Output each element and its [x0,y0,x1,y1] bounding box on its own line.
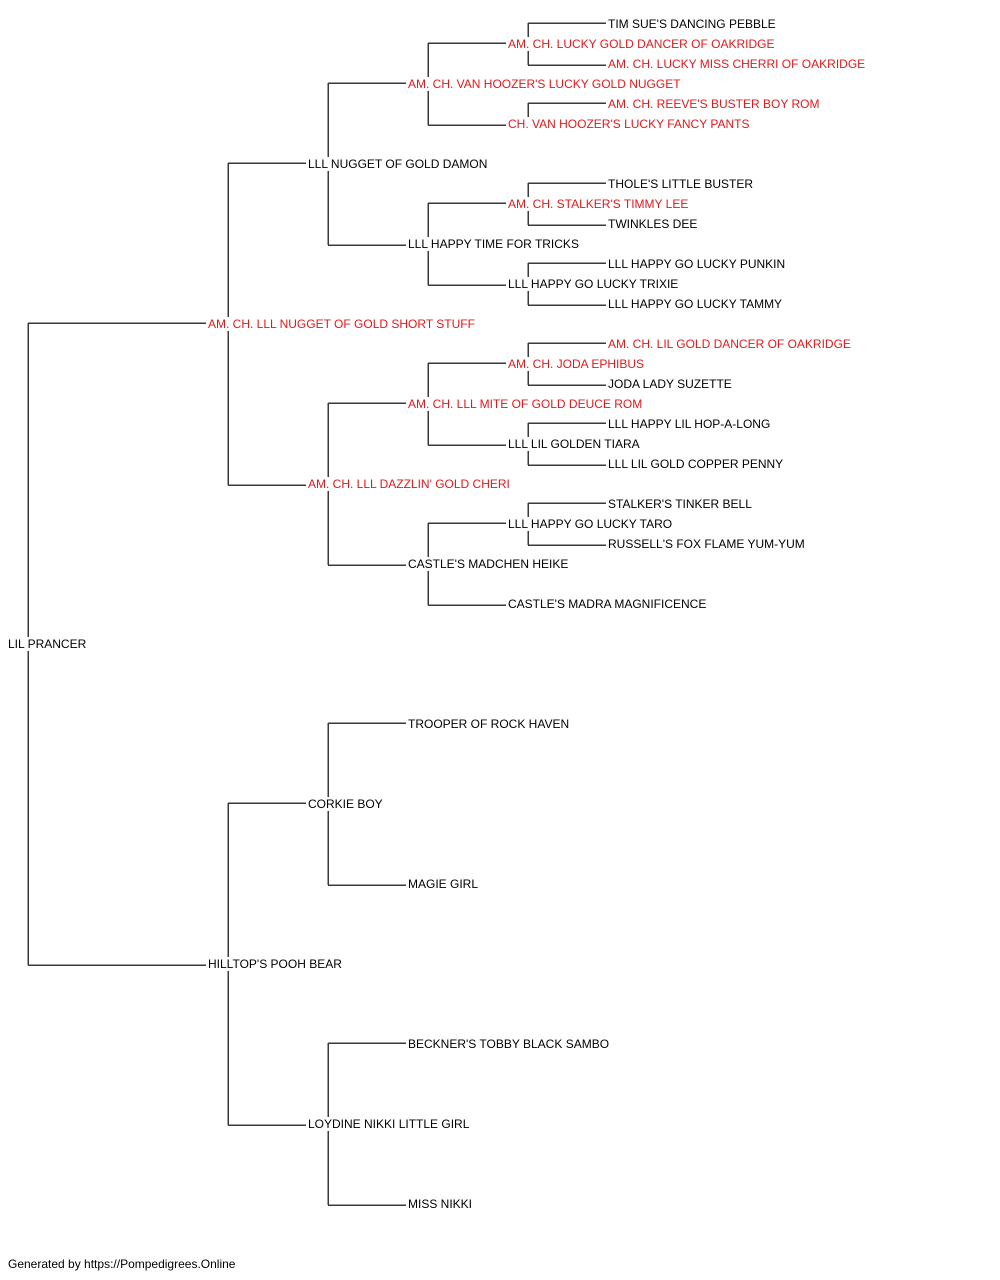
pedigree-node: CASTLE'S MADRA MAGNIFICENCE [508,597,709,611]
pedigree-node: LLL HAPPY GO LUCKY TARO [508,517,675,531]
pedigree-node: TIM SUE'S DANCING PEBBLE [608,17,778,31]
pedigree-node: LLL HAPPY GO LUCKY TAMMY [608,297,785,311]
pedigree-node: LLL HAPPY GO LUCKY PUNKIN [608,257,788,271]
pedigree-node: AM. CH. JODA EPHIBUS [508,357,647,371]
pedigree-node: AM. CH. LIL GOLD DANCER OF OAKRIDGE [608,337,853,351]
pedigree-node: MISS NIKKI [408,1197,475,1211]
pedigree-node: LLL HAPPY TIME FOR TRICKS [408,237,581,251]
pedigree-node: AM. CH. LUCKY MISS CHERRI OF OAKRIDGE [608,57,868,71]
pedigree-node: LLL HAPPY LIL HOP-A-LONG [608,417,773,431]
pedigree-node: CH. VAN HOOZER'S LUCKY FANCY PANTS [508,117,752,131]
pedigree-node: JODA LADY SUZETTE [608,377,734,391]
pedigree-node: TROOPER OF ROCK HAVEN [408,717,572,731]
pedigree-node: AM. CH. LLL NUGGET OF GOLD SHORT STUFF [208,317,477,331]
pedigree-node: AM. CH. REEVE'S BUSTER BOY ROM [608,97,822,111]
pedigree-node: AM. CH. STALKER'S TIMMY LEE [508,197,691,211]
pedigree-node: BECKNER'S TOBBY BLACK SAMBO [408,1037,612,1051]
pedigree-node: LLL LIL GOLDEN TIARA [508,437,642,451]
pedigree-node: LOYDINE NIKKI LITTLE GIRL [308,1117,472,1131]
pedigree-node: AM. CH. VAN HOOZER'S LUCKY GOLD NUGGET [408,77,683,91]
pedigree-node: CORKIE BOY [308,797,385,811]
pedigree-node: STALKER'S TINKER BELL [608,497,754,511]
pedigree-node: LLL NUGGET OF GOLD DAMON [308,157,490,171]
pedigree-node: MAGIE GIRL [408,877,481,891]
pedigree-node: LLL HAPPY GO LUCKY TRIXIE [508,277,681,291]
pedigree-node: TWINKLES DEE [608,217,700,231]
pedigree-node: LLL LIL GOLD COPPER PENNY [608,457,786,471]
pedigree-node: HILLTOP'S POOH BEAR [208,957,344,971]
pedigree-node: LIL PRANCER [8,637,89,651]
pedigree-node: AM. CH. LUCKY GOLD DANCER OF OAKRIDGE [508,37,777,51]
pedigree-node: AM. CH. LLL MITE OF GOLD DEUCE ROM [408,397,645,411]
pedigree-node: THOLE'S LITTLE BUSTER [608,177,755,191]
pedigree-node: CASTLE'S MADCHEN HEIKE [408,557,571,571]
generator-credit: Generated by https://Pompedigrees.Online [8,1257,236,1271]
pedigree-node: AM. CH. LLL DAZZLIN' GOLD CHERI [308,477,512,491]
pedigree-node: RUSSELL'S FOX FLAME YUM-YUM [608,537,807,551]
